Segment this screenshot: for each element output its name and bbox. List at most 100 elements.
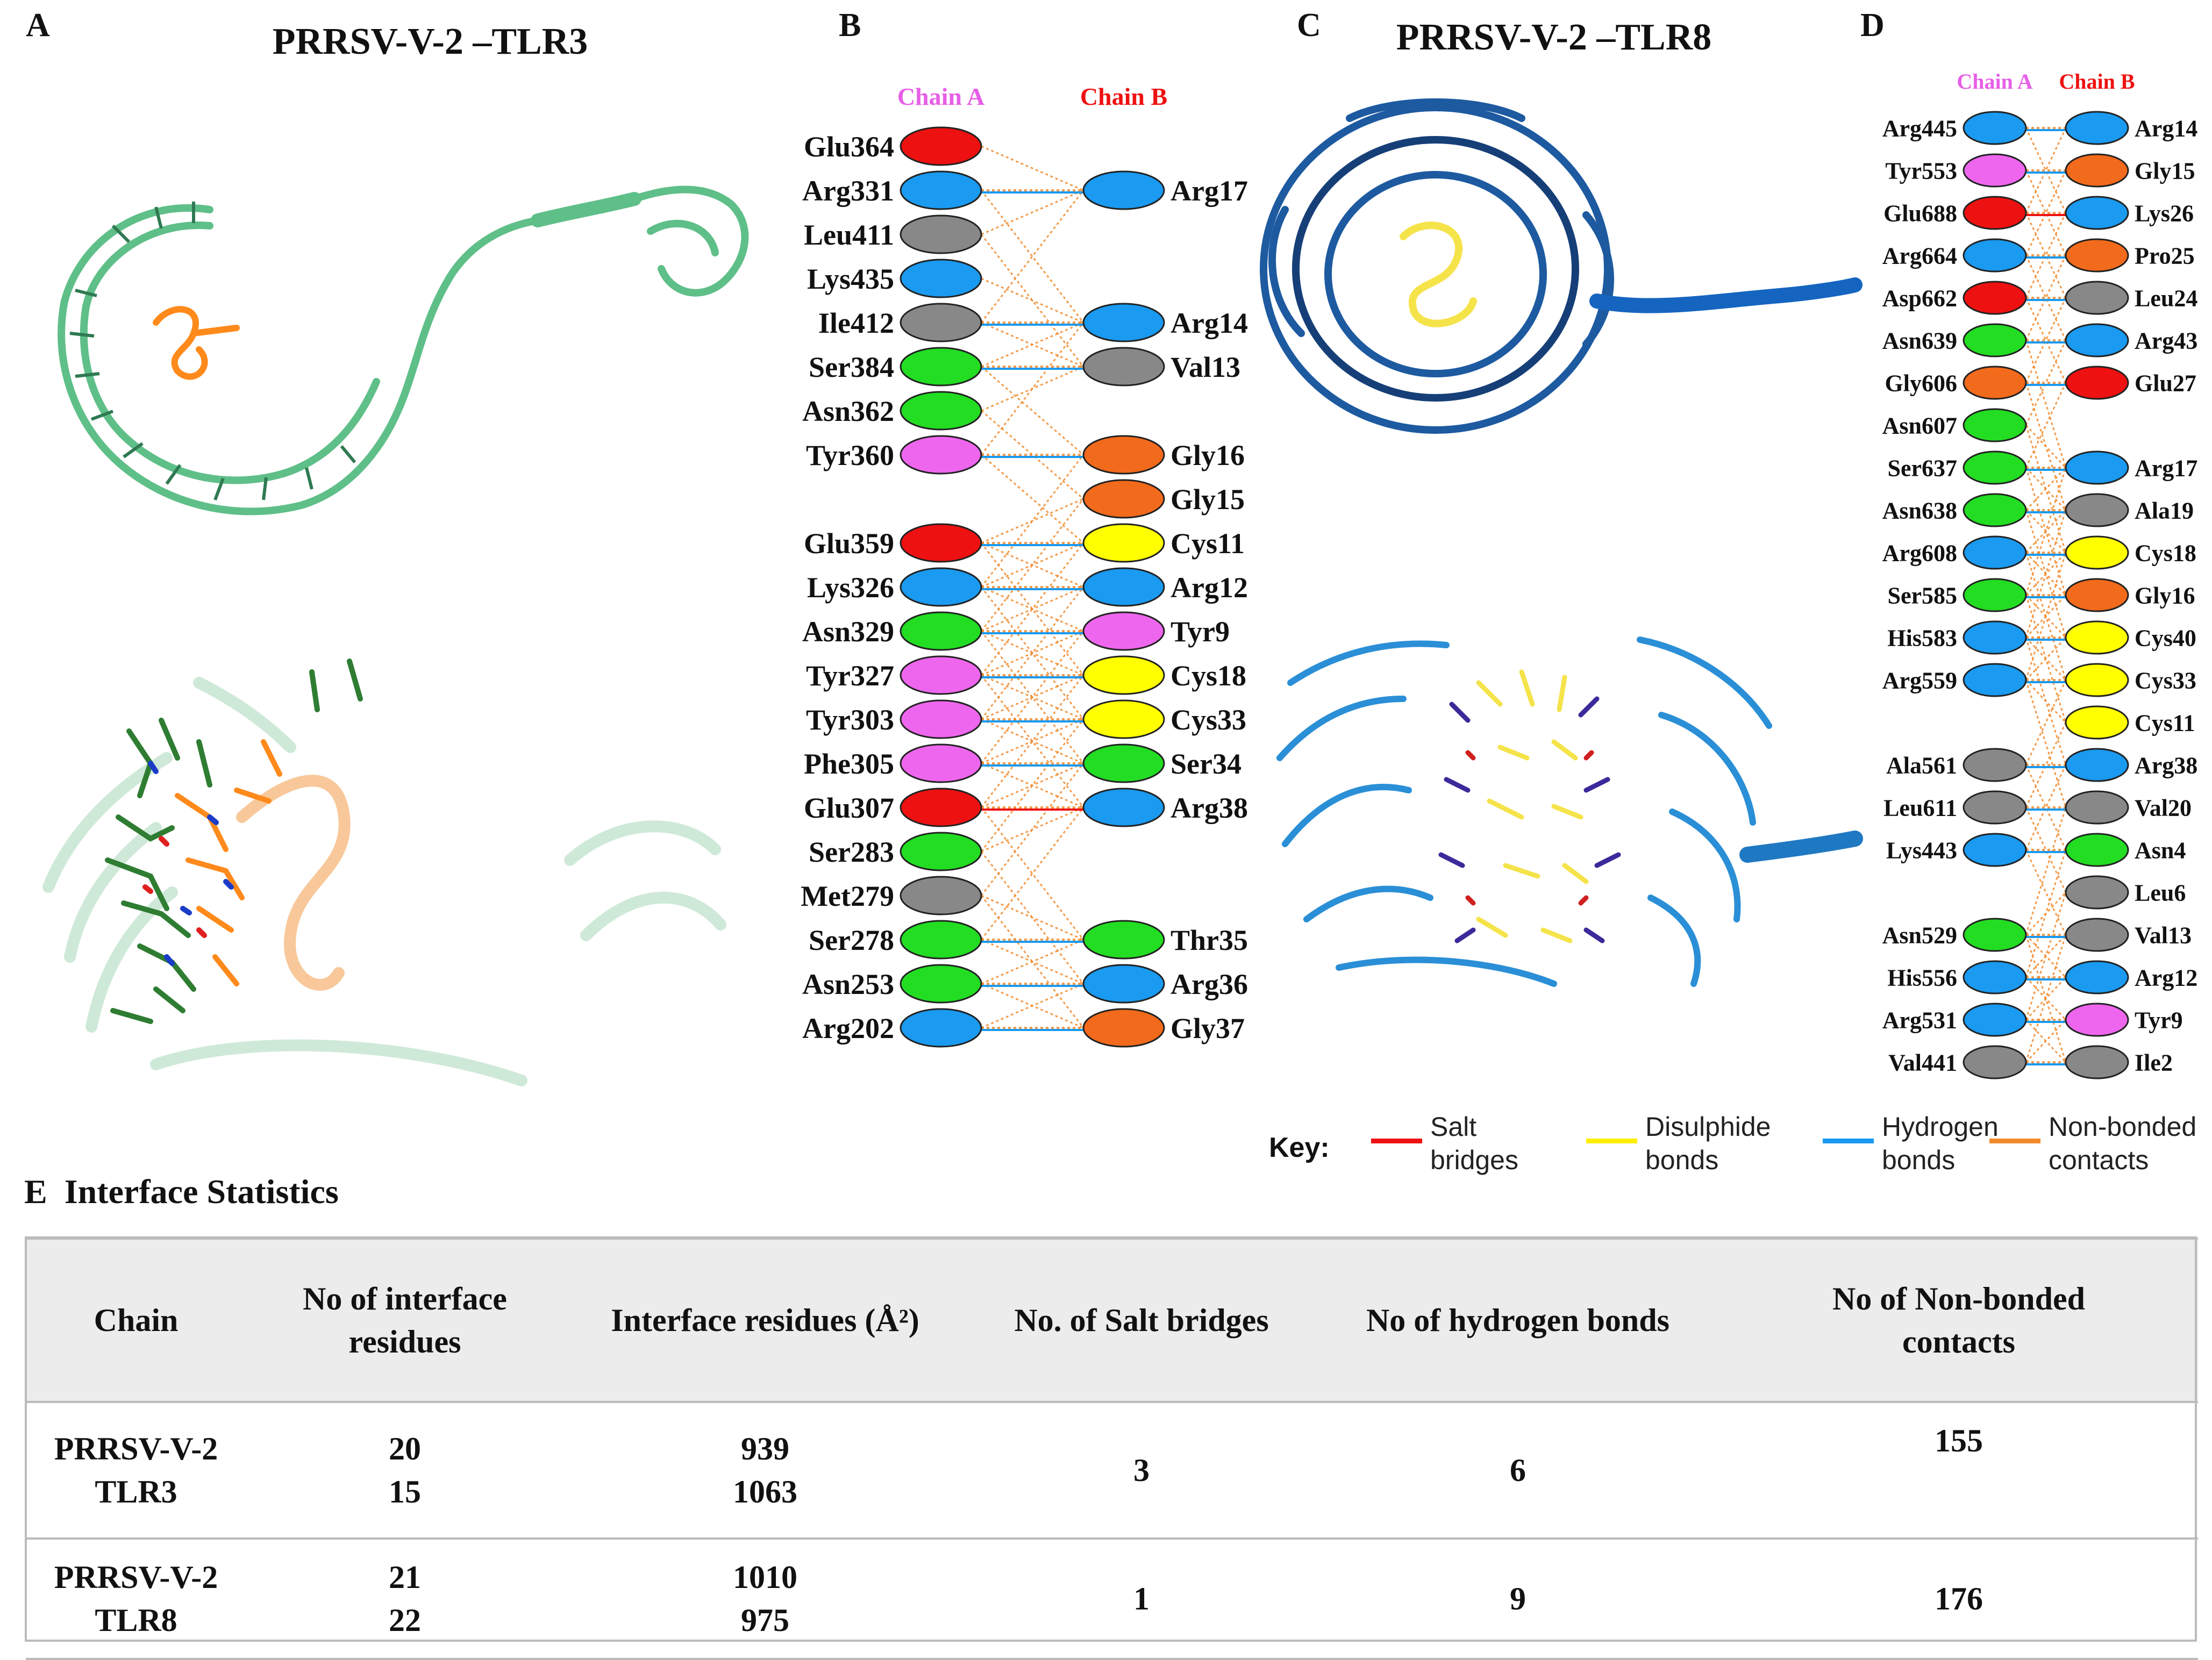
nonbonded-contact-line (2025, 467, 2067, 511)
nonbonded-contact-line (2025, 424, 2067, 469)
nonbonded-contact-line (981, 542, 1084, 588)
residue-label: Leu611 (1883, 795, 1957, 821)
residue-ellipse (1963, 366, 2027, 400)
panel-a-title: PRRSV-V-2 –TLR3 (272, 21, 588, 62)
cell-residues: 21 22 (246, 1537, 563, 1660)
residue-arg559: Arg559 (1882, 663, 2027, 697)
panel-c-letter: C (1297, 7, 1321, 44)
chain-b-label: Chain B (1080, 83, 1167, 110)
residue-gly16: Gly16 (1082, 435, 1245, 475)
nonbonded-contact-line (980, 454, 1084, 588)
residue-label: Lys26 (2135, 200, 2194, 226)
residue-ellipse (1963, 153, 2027, 188)
residue-arg531: Arg531 (1882, 1003, 2027, 1037)
residue-label: Gly606 (1885, 370, 1957, 396)
cell-nonbonded: 155 (1719, 1401, 2198, 1540)
residue-ellipse (1963, 663, 2027, 697)
residue-thr35: Thr35 (1082, 920, 1248, 960)
cell-nonbonded: 176 (1719, 1537, 2198, 1660)
residue-ellipse (900, 832, 982, 871)
table-header-row: Chain No of interface residues Interface… (26, 1237, 2198, 1403)
residue-ellipse (2065, 1045, 2129, 1079)
residue-ellipse (900, 435, 982, 475)
nonbonded-contact-line (980, 498, 1084, 632)
residue-ala19: Ala19 (2065, 493, 2194, 527)
residue-ellipse (2065, 705, 2129, 740)
residue-tyr553: Tyr553 (1885, 153, 2027, 188)
table-row: PRRSV-V-2 TLR8 21 22 1010 975 1 9 176 (26, 1537, 2198, 1660)
residue-ellipse (900, 214, 982, 254)
residue-label: Ser278 (809, 924, 894, 956)
key-salt-bridges-label: Salt bridges (1430, 1112, 1518, 1175)
nonbonded-contact-line (2025, 892, 2067, 1020)
residue-ellipse (2065, 111, 2129, 145)
nonbonded-contact-line (981, 762, 1084, 808)
residue-ellipse (900, 788, 982, 827)
residue-ellipse (2065, 1003, 2129, 1037)
residue-glu688: Glu688 (1883, 196, 2027, 230)
residue-label: Arg559 (1882, 667, 1957, 693)
residue-label: Asn607 (1882, 412, 1957, 439)
residue-arg38: Arg38 (2065, 748, 2197, 782)
interface-statistics-table: Chain No of interface residues Interface… (26, 1237, 2198, 1660)
nonbonded-contact-line (981, 410, 1084, 500)
residue-ellipse (2065, 196, 2129, 230)
residue-ellipse (1963, 578, 2027, 612)
residue-asn639: Asn639 (1882, 323, 2027, 357)
nonbonded-contact-line (980, 586, 1084, 720)
residue-arg14: Arg14 (1082, 303, 1248, 342)
residue-ellipse (1963, 790, 2027, 825)
residue-ellipse (2065, 790, 2129, 825)
residue-label: Gly15 (2135, 158, 2195, 184)
residue-ala561: Ala561 (1886, 748, 2027, 782)
nonbonded-contact-line (2025, 679, 2067, 765)
residue-label: Asn253 (802, 968, 894, 1000)
residue-label: Lys326 (807, 571, 894, 604)
residue-label: Arg38 (2135, 752, 2197, 778)
nonbonded-contact-line (2025, 340, 2067, 468)
residue-arg202: Arg202 (802, 1008, 982, 1048)
residue-ellipse (1082, 655, 1165, 695)
residue-arg608: Arg608 (1882, 535, 2027, 570)
residue-ellipse (1963, 748, 2027, 782)
residue-ellipse (2065, 323, 2129, 357)
nonbonded-contact-line (981, 586, 1084, 632)
residue-label: Val441 (1888, 1049, 1957, 1076)
residue-ellipse (900, 1008, 982, 1048)
residue-ellipse (900, 611, 982, 651)
tlr3-interface-image (38, 656, 731, 1091)
residue-label: His556 (1887, 964, 1957, 991)
residue-ellipse (1963, 1003, 2027, 1037)
residue-label: Gly15 (1171, 483, 1245, 516)
residue-arg17: Arg17 (1082, 170, 1248, 210)
residue-asn638: Asn638 (1882, 493, 2027, 527)
residue-ellipse (900, 920, 982, 960)
residue-ile412: Ile412 (818, 303, 982, 342)
residue-ser585: Ser585 (1887, 578, 2027, 612)
residue-label: Asp662 (1882, 285, 1957, 311)
residue-ellipse (2065, 578, 2129, 612)
nonbonded-contact-line (981, 939, 1084, 985)
residue-gly15: Gly15 (1082, 479, 1245, 519)
nonbonded-contact-line (980, 190, 1084, 323)
residue-label: Glu688 (1883, 200, 1957, 226)
residue-label: Arg331 (802, 175, 894, 207)
residue-arg445: Arg445 (1882, 111, 2027, 145)
residue-label: Cys40 (2135, 625, 2196, 651)
nonbonded-contact-line (980, 190, 1084, 323)
residue-label: Asn639 (1882, 327, 1957, 354)
residue-pro25: Pro25 (2065, 238, 2195, 273)
panel-e-heading: E Interface Statistics (24, 1172, 339, 1212)
table-row: PRRSV-V-2 TLR3 20 15 939 1063 3 6 155 (26, 1401, 2198, 1540)
residue-glu307: Glu307 (804, 788, 982, 827)
residue-label: Glu27 (2135, 370, 2196, 396)
cell-hydrogen-bonds: 9 (1316, 1537, 1719, 1660)
residue-cys18: Cys18 (1082, 655, 1246, 695)
residue-ellipse (2065, 918, 2129, 952)
residue-label: Ser283 (809, 836, 894, 868)
residue-label: Tyr327 (806, 660, 894, 692)
residue-label: Met279 (801, 880, 894, 912)
residue-label: Glu364 (804, 131, 894, 163)
residue-ellipse (2065, 663, 2129, 697)
residue-asn4: Asn4 (2065, 833, 2186, 867)
